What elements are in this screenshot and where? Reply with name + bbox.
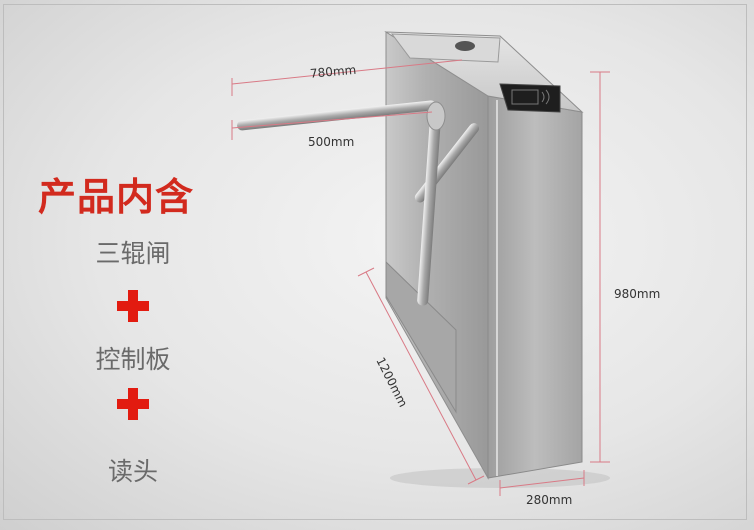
tripod-arms [237,100,480,306]
item-turnstile: 三辊闸 [95,239,171,268]
cabinet-inner-side [385,31,489,480]
cabinet-lower-panel [385,260,457,414]
item-control-board: 控制板 [95,345,171,374]
plus-icon [117,388,149,420]
dimension-arm-span: 780mm [309,63,356,81]
dimension-length: 1200mm [373,355,410,409]
cabinet-top-rear [390,33,501,63]
dimension-width: 280mm [526,493,572,507]
dimension-height: 980mm [614,287,660,301]
dimension-arm-length: 500mm [308,135,354,149]
card-reader-icon [499,83,561,113]
floor-shadow [390,468,610,488]
dimension-lines [231,59,610,496]
product-contents-heading: 产品内含 [38,175,195,219]
item-card-reader: 读头 [107,457,158,486]
plus-icon [117,290,149,322]
top-hole [455,41,475,51]
cabinet-front-face [487,95,583,479]
